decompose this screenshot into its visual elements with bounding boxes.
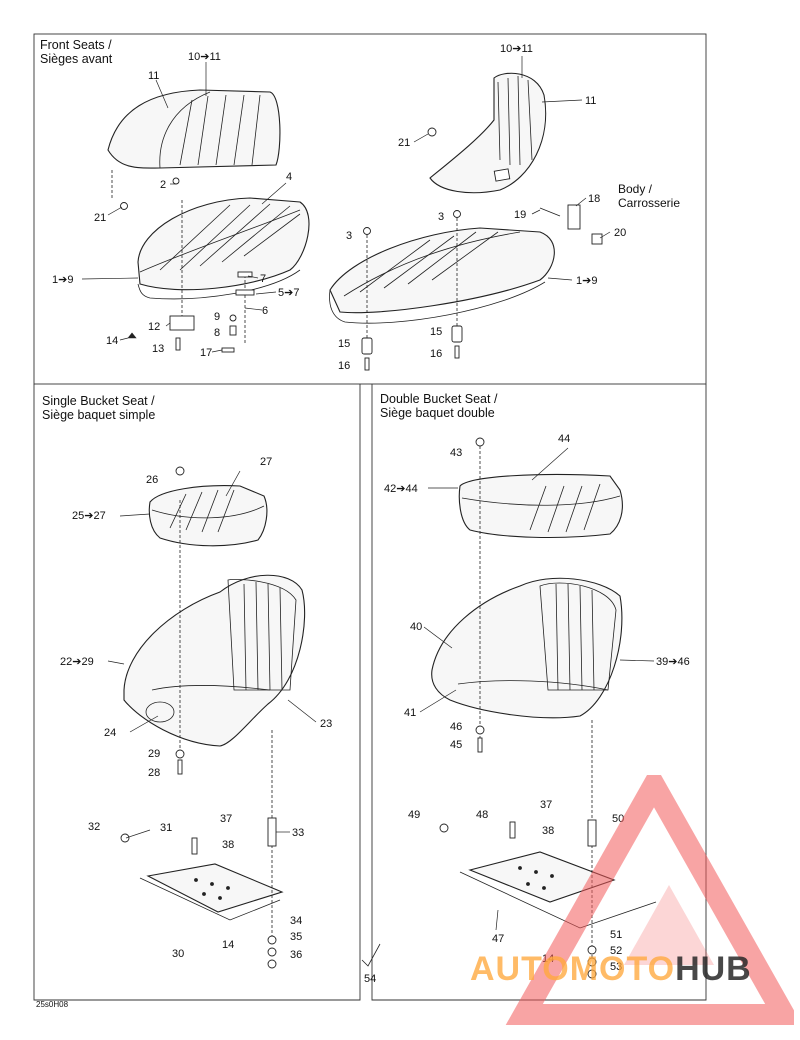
- callout-45: 45: [450, 739, 462, 751]
- callout-48: 48: [476, 809, 488, 821]
- callout-32: 32: [88, 821, 100, 833]
- front-seat-right-backrest: [429, 72, 547, 194]
- callout-29: 29: [148, 748, 160, 760]
- callout-38-single: 38: [222, 839, 234, 851]
- callout-25-27: 25➔27: [72, 510, 106, 522]
- callout-37-double: 37: [540, 799, 552, 811]
- callout-3-right: 3: [438, 211, 444, 223]
- callout-1-9-front-left: 1➔9: [52, 274, 73, 286]
- body-carrosserie-label: Body / Carrosserie: [618, 182, 681, 210]
- callout-35: 35: [290, 931, 302, 943]
- callout-31: 31: [160, 822, 172, 834]
- front-seat-left-cushion: [137, 197, 310, 300]
- callout-42-44: 42➔44: [384, 483, 418, 495]
- front-seat-left-backrest: [107, 89, 281, 169]
- callout-47: 47: [492, 933, 504, 945]
- callout-30: 30: [172, 948, 184, 960]
- double-bucket-seat-shell: [431, 577, 623, 719]
- callout-27: 27: [260, 456, 272, 468]
- callout-16-right: 16: [430, 348, 442, 360]
- callout-53: 53: [610, 961, 622, 973]
- double-bucket-cushion: [458, 473, 623, 539]
- callout-20: 20: [614, 227, 626, 239]
- callout-41: 41: [404, 707, 416, 719]
- section-title-single-bucket: Single Bucket Seat / Siège baquet simple: [42, 394, 156, 422]
- callout-46: 46: [450, 721, 462, 733]
- watermark-text: AUTOMOTOHUB: [470, 950, 752, 989]
- callout-15-left: 15: [338, 338, 350, 350]
- callout-12: 12: [148, 321, 160, 333]
- callout-40: 40: [410, 621, 422, 633]
- callout-51: 51: [610, 929, 622, 941]
- callout-24: 24: [104, 727, 116, 739]
- callout-26: 26: [146, 474, 158, 486]
- callout-6: 6: [262, 305, 268, 317]
- callout-44: 44: [558, 433, 570, 445]
- callout-13: 13: [152, 343, 164, 355]
- callout-2: 2: [160, 179, 166, 191]
- watermark-text-part2: HUB: [675, 950, 752, 988]
- callout-9: 9: [214, 311, 220, 323]
- section-frames: [33, 33, 707, 1001]
- callout-49: 49: [408, 809, 420, 821]
- callout-14-front: 14: [106, 335, 118, 347]
- callout-14-single: 14: [222, 939, 234, 951]
- callout-11-front-right: 11: [585, 95, 596, 107]
- front-seat-right-cushion: [329, 227, 555, 324]
- section-title-front-seats: Front Seats / Sièges avant: [40, 38, 113, 66]
- callout-22-29: 22➔29: [60, 656, 94, 668]
- callout-10-11-front-right: 10➔11: [500, 43, 533, 55]
- callout-7: 7: [260, 273, 266, 285]
- callout-28: 28: [148, 767, 160, 779]
- callout-23: 23: [320, 718, 332, 730]
- callout-52: 52: [610, 945, 622, 957]
- callout-39-46: 39➔46: [656, 656, 690, 668]
- section-title-double-bucket: Double Bucket Seat / Siège baquet double: [380, 392, 498, 420]
- callout-34: 34: [290, 915, 302, 927]
- callout-36: 36: [290, 949, 302, 961]
- watermark-text-part1: AUTOMOTO: [470, 950, 676, 988]
- callout-10-11-front-left: 10➔11: [188, 51, 221, 63]
- callout-4: 4: [286, 171, 292, 183]
- callout-18: 18: [588, 193, 600, 205]
- callout-17: 17: [200, 347, 212, 359]
- callout-11-front-left: 11: [148, 70, 159, 82]
- figure-code: 25s0H08: [36, 1000, 69, 1009]
- watermark-logo: [505, 775, 794, 1025]
- single-bucket-seat-shell: [123, 574, 306, 747]
- single-bucket-base-frame: [120, 466, 284, 969]
- front-seat-right-hardware: [361, 127, 603, 371]
- callout-54: 54: [364, 973, 376, 985]
- callout-5-7: 5➔7: [278, 287, 299, 299]
- callout-43: 43: [450, 447, 462, 459]
- callout-15-right: 15: [430, 326, 442, 338]
- callout-37-single: 37: [220, 813, 232, 825]
- callout-21-front-right: 21: [398, 137, 410, 149]
- single-bucket-cushion: [148, 485, 268, 547]
- callout-33: 33: [292, 827, 304, 839]
- front-seat-left-hardware: [111, 170, 255, 353]
- leader-lines: [81, 56, 655, 931]
- callout-16-left: 16: [338, 360, 350, 372]
- callout-38-double: 38: [542, 825, 554, 837]
- callout-1-9-front-right: 1➔9: [576, 275, 597, 287]
- callout-21-front-left: 21: [94, 212, 106, 224]
- callout-19: 19: [514, 209, 526, 221]
- callout-3-left: 3: [346, 230, 352, 242]
- callout-8: 8: [214, 327, 220, 339]
